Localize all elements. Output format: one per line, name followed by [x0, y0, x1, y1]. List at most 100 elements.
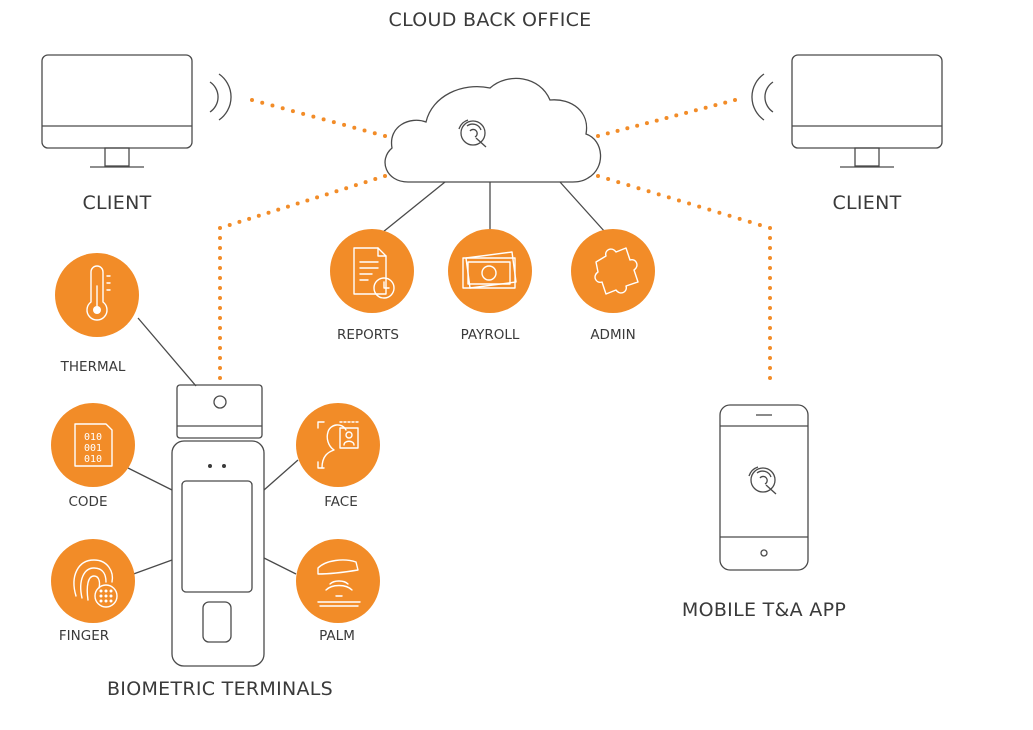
dots-cloud-mobile	[768, 246, 772, 250]
monitor-icon	[791, 54, 943, 168]
dots-cloud-terminal	[218, 336, 222, 340]
dots-cloud-terminal	[353, 183, 358, 188]
link-thermal	[137, 317, 197, 387]
fingerprint-icon	[73, 559, 118, 608]
feature-face-circle	[296, 403, 380, 487]
feature-finger[interactable]: FINGER	[51, 539, 135, 644]
dots-cloud-terminal	[237, 219, 242, 224]
dots-cloud-mobile	[727, 213, 732, 218]
dots-cloud-terminal	[218, 236, 222, 240]
dots-cloud-terminal	[218, 366, 222, 370]
dots-client-left-cloud	[260, 100, 265, 105]
service-reports-circle	[330, 229, 414, 313]
mobile-app-label: MOBILE T&A APP	[682, 599, 846, 621]
client-right[interactable]: CLIENT	[751, 54, 943, 214]
dots-cloud-mobile	[606, 177, 611, 182]
mobile-device[interactable]	[719, 404, 809, 571]
feature-thermal[interactable]: THERMAL	[55, 253, 139, 375]
feature-palm[interactable]: PALM	[296, 539, 380, 644]
dots-client-left-cloud	[372, 131, 377, 136]
dots-client-right-cloud	[596, 134, 600, 138]
dots-client-left-cloud	[342, 122, 347, 127]
dots-cloud-mobile	[757, 222, 762, 227]
puzzle-icon	[594, 247, 639, 295]
link-face	[263, 459, 299, 491]
dots-cloud-terminal	[218, 326, 222, 330]
service-reports[interactable]: REPORTS	[330, 229, 414, 343]
dots-client-right-cloud	[654, 118, 659, 123]
dots-client-right-cloud	[605, 131, 610, 136]
svg-text:010: 010	[84, 432, 102, 443]
dots-cloud-terminal	[218, 276, 222, 280]
monitor-icon	[41, 54, 193, 168]
terminal-finger-reader	[202, 601, 232, 643]
dots-cloud-terminal	[256, 213, 261, 218]
dots-client-left-cloud	[270, 103, 275, 108]
terminal-body	[171, 440, 265, 667]
dots-cloud-mobile	[626, 183, 631, 188]
dots-client-right-cloud	[635, 123, 640, 128]
phone-home-button	[760, 549, 768, 557]
dots-cloud-mobile	[768, 326, 772, 330]
link-cloud-admin	[559, 181, 606, 233]
dots-cloud-mobile	[768, 236, 772, 240]
service-admin-circle	[571, 229, 655, 313]
dots-cloud-mobile	[717, 210, 722, 215]
face-recognition-icon	[317, 421, 359, 469]
dots-client-left-cloud	[250, 98, 254, 102]
dots-cloud-terminal	[324, 192, 329, 197]
svg-text:010: 010	[84, 454, 102, 465]
feature-face-label: FACE	[324, 494, 357, 510]
phone-body	[719, 404, 809, 571]
service-payroll-circle	[448, 229, 532, 313]
dots-cloud-mobile	[737, 216, 742, 221]
dots-cloud-mobile	[697, 204, 702, 209]
service-payroll-label: PAYROLL	[461, 327, 520, 343]
link-finger	[127, 559, 173, 577]
q-logo-icon	[748, 466, 777, 495]
dots-cloud-mobile	[646, 189, 651, 194]
dots-client-right-cloud	[644, 121, 649, 126]
service-reports-label: REPORTS	[337, 327, 399, 343]
dots-cloud-mobile	[768, 366, 772, 370]
dots-cloud-terminal	[218, 266, 222, 270]
service-admin[interactable]: ADMIN	[571, 229, 655, 343]
dots-cloud-mobile	[768, 296, 772, 300]
biometric-terminals-label: BIOMETRIC TERMINALS	[107, 678, 333, 700]
biometric-terminal[interactable]	[171, 384, 265, 667]
feature-code-circle	[51, 403, 135, 487]
dots-cloud-terminal	[266, 210, 271, 215]
terminal-screen	[181, 480, 253, 593]
dots-client-right-cloud	[713, 103, 718, 108]
dots-cloud-mobile	[768, 346, 772, 350]
thermal-camera-module	[176, 384, 263, 439]
dots-client-left-cloud	[383, 134, 387, 138]
terminal-camera-dot	[222, 464, 226, 468]
dots-client-left-cloud	[280, 106, 285, 111]
dots-cloud-mobile	[768, 256, 772, 260]
dots-cloud-terminal	[276, 207, 281, 212]
link-code	[127, 467, 173, 491]
dots-client-left-cloud	[362, 128, 367, 133]
client-left[interactable]: CLIENT	[41, 54, 232, 214]
service-admin-label: ADMIN	[590, 327, 635, 343]
dots-cloud-terminal	[295, 201, 300, 206]
dots-client-right-cloud	[723, 100, 728, 105]
binary-code-icon: 010 001 010	[74, 423, 113, 467]
feature-thermal-label: THERMAL	[60, 359, 126, 375]
dots-cloud-terminal	[218, 356, 222, 360]
feature-face[interactable]: FACE	[296, 403, 380, 510]
dots-client-right-cloud	[733, 98, 737, 102]
dots-client-right-cloud	[674, 113, 679, 118]
document-clock-icon	[353, 247, 395, 299]
dots-client-left-cloud	[311, 114, 316, 119]
wireless-signal-icon	[751, 73, 774, 121]
service-payroll[interactable]: PAYROLL	[448, 229, 532, 343]
banknote-icon	[462, 251, 517, 289]
feature-code-label: CODE	[69, 494, 108, 510]
dots-cloud-mobile	[768, 276, 772, 280]
dots-cloud-terminal	[218, 346, 222, 350]
feature-code[interactable]: 010 001 010 CODE	[51, 403, 135, 510]
dots-client-right-cloud	[664, 116, 669, 120]
